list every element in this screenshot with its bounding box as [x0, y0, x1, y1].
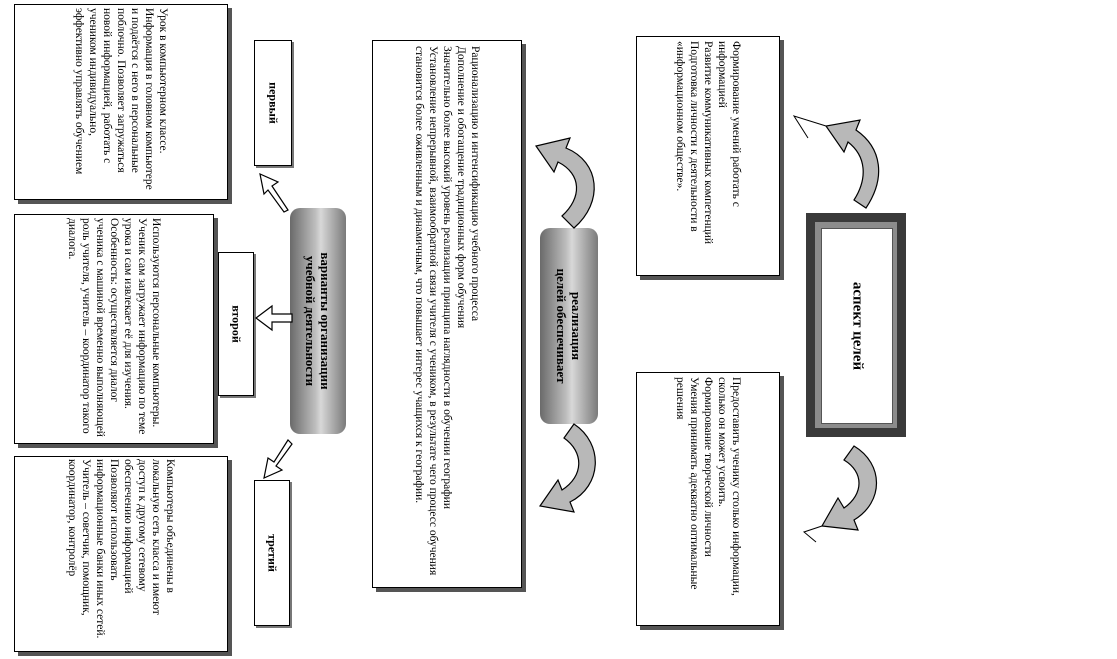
variants-title-pill: варианты организации учебной деятельност…	[290, 208, 346, 434]
second-text-box: Используются персональные компьютеры. Уч…	[14, 214, 214, 444]
goals-right-box: Предоставить ученику столько информации,…	[636, 372, 780, 626]
goals-title: аспект целей	[849, 281, 866, 371]
goals-right-text: Предоставить ученику столько информации,…	[674, 377, 742, 596]
third-label-box: третий	[254, 480, 290, 626]
first-text: Урок в компьютерном классе. Информация в…	[73, 8, 169, 190]
arrow-down-icon	[263, 439, 293, 480]
realization-title: реализация целей обеспечивает	[554, 268, 584, 384]
curved-arrow-icon	[792, 115, 880, 209]
second-text: Используются персональные компьютеры. Уч…	[66, 218, 162, 437]
goals-left-text: Формирование умений работать с информаци…	[674, 41, 742, 245]
first-text-box: Урок в компьютерном классе. Информация в…	[14, 4, 228, 200]
realization-box: Рационализацию и интенсификацию учебного…	[372, 40, 522, 588]
curved-arrow-icon	[535, 137, 595, 229]
curved-arrow-icon	[802, 445, 877, 543]
arrow-left-icon	[255, 304, 293, 332]
goals-left-box: Формирование умений работать с информаци…	[636, 36, 780, 276]
second-label: второй	[229, 305, 244, 343]
variants-title: варианты организации учебной деятельност…	[303, 252, 333, 390]
third-label: третий	[265, 534, 280, 572]
third-text-box: Компьютеры объединены в локальную сеть к…	[14, 456, 228, 652]
realization-text: Рационализацию и интенсификацию учебного…	[413, 46, 481, 576]
third-text: Компьютеры объединены в локальную сеть к…	[66, 459, 176, 639]
second-label-box: второй	[218, 252, 254, 396]
realization-title-pill: реализация целей обеспечивает	[540, 228, 598, 424]
first-label: первый	[266, 82, 281, 124]
first-label-box: первый	[254, 40, 292, 166]
curved-arrow-icon	[538, 423, 596, 513]
goals-title-frame: аспект целей	[806, 213, 906, 437]
arrow-up-icon	[259, 172, 289, 213]
